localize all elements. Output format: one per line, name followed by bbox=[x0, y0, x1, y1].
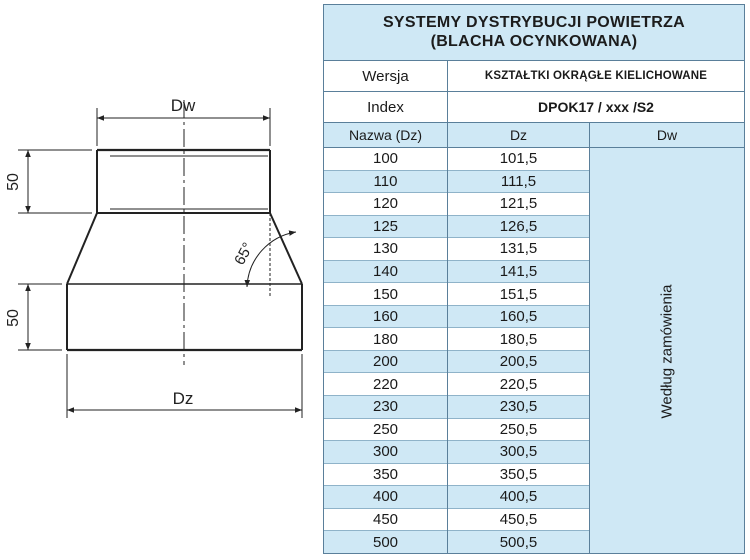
version-row: Wersja KSZTAŁTKI OKRĄGŁE KIELICHOWANE bbox=[324, 61, 744, 92]
table-row-dz: 131,5 bbox=[448, 238, 589, 261]
table-row-name: 250 bbox=[324, 418, 447, 442]
reducer-top-sleeve bbox=[96, 148, 271, 214]
table-row-name: 125 bbox=[324, 215, 447, 239]
table-row-dz: 400,5 bbox=[448, 486, 589, 509]
table-row-name: 110 bbox=[324, 170, 447, 194]
table-row-dz: 160,5 bbox=[448, 305, 589, 329]
table-row-name: 230 bbox=[324, 396, 447, 419]
dw-column: Dw Według zamówienia bbox=[590, 123, 744, 553]
bottom-height-label: 50 bbox=[5, 309, 22, 327]
spec-table: SYSTEMY DYSTRYBUCJI POWIETRZA (BLACHA OC… bbox=[323, 4, 745, 554]
table-row-dz: 250,5 bbox=[448, 418, 589, 442]
table-row-dz: 200,5 bbox=[448, 350, 589, 374]
version-value: KSZTAŁTKI OKRĄGŁE KIELICHOWANE bbox=[484, 70, 708, 82]
table-row-name: 200 bbox=[324, 350, 447, 374]
table-row-dz: 450,5 bbox=[448, 508, 589, 532]
version-label: Wersja bbox=[324, 61, 448, 91]
dw-note: Według zamówienia bbox=[658, 284, 676, 419]
index-row: Index DPOK17 / xxx /S2 bbox=[324, 92, 744, 123]
table-row-name: 120 bbox=[324, 193, 447, 216]
dw-label: Dw bbox=[171, 96, 196, 115]
table-row-dz: 121,5 bbox=[448, 193, 589, 216]
index-label: Index bbox=[324, 92, 448, 122]
table-row-name: 220 bbox=[324, 373, 447, 397]
table-row-name: 180 bbox=[324, 328, 447, 351]
table-title: SYSTEMY DYSTRYBUCJI POWIETRZA (BLACHA OC… bbox=[324, 5, 744, 61]
dw-column-header: Dw bbox=[590, 123, 744, 148]
table-row-name: 140 bbox=[324, 260, 447, 284]
dimension-top-height bbox=[18, 149, 92, 214]
dz-column-header: Dz bbox=[448, 123, 589, 148]
table-row-name: 150 bbox=[324, 283, 447, 306]
index-value: DPOK17 / xxx /S2 bbox=[538, 99, 654, 115]
dw-note-cell: Według zamówienia bbox=[590, 148, 744, 553]
table-title-line2: (BLACHA OCYNKOWANA) bbox=[430, 33, 638, 50]
name-column-header: Nazwa (Dz) bbox=[324, 123, 447, 148]
technical-drawing: Dw Dz 50 50 65° bbox=[5, 96, 303, 418]
top-height-label: 50 bbox=[5, 173, 22, 191]
table-row-dz: 300,5 bbox=[448, 441, 589, 464]
dimension-dw bbox=[96, 108, 271, 146]
table-row-dz: 126,5 bbox=[448, 215, 589, 239]
table-row-dz: 220,5 bbox=[448, 373, 589, 397]
table-row-name: 130 bbox=[324, 238, 447, 261]
dz-label: Dz bbox=[173, 389, 194, 408]
table-row-dz: 141,5 bbox=[448, 260, 589, 284]
table-row-dz: 230,5 bbox=[448, 396, 589, 419]
dimension-dz bbox=[66, 354, 303, 418]
table-row-name: 100 bbox=[324, 148, 447, 171]
table-row-dz: 101,5 bbox=[448, 148, 589, 171]
table-row-dz: 500,5 bbox=[448, 531, 589, 553]
table-row-name: 400 bbox=[324, 486, 447, 509]
table-row-dz: 151,5 bbox=[448, 283, 589, 306]
angle-dimension bbox=[244, 213, 297, 298]
table-row-name: 160 bbox=[324, 305, 447, 329]
table-row-dz: 180,5 bbox=[448, 328, 589, 351]
table-row-name: 500 bbox=[324, 531, 447, 553]
table-row-name: 450 bbox=[324, 508, 447, 532]
dimension-bottom-height bbox=[18, 283, 62, 351]
table-title-line1: SYSTEMY DYSTRYBUCJI POWIETRZA bbox=[382, 14, 686, 31]
table-row-dz: 111,5 bbox=[448, 170, 589, 194]
table-row-dz: 350,5 bbox=[448, 463, 589, 487]
table-row-name: 300 bbox=[324, 441, 447, 464]
table-row-name: 350 bbox=[324, 463, 447, 487]
